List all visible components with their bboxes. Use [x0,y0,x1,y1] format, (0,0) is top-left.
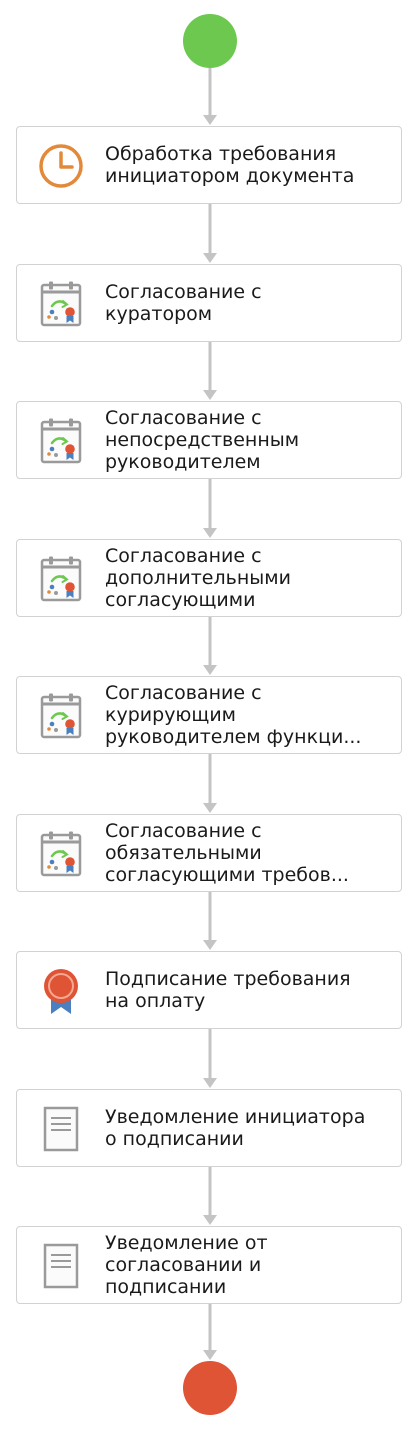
connector-arrowhead [203,1078,217,1088]
signing-medal-icon [37,966,85,1016]
approval-task-icon [37,691,85,741]
process-step-label-line: Согласование с [105,682,262,704]
process-step-label-line: обязательными [105,842,262,864]
process-step-label-line: о подписании [105,1128,244,1150]
process-step-label-line: непосредственным [105,429,300,451]
connector-arrowhead [203,528,217,538]
connector-arrowhead [203,1350,217,1360]
flow-connector-3 [203,342,217,400]
process-step-label-line: согласовании и [105,1254,262,1276]
process-step-label-line: согласующими [105,589,256,611]
flow-connector-5 [203,617,217,675]
approval-task-icon [37,279,85,329]
flow-connector-1 [203,68,217,125]
flow-connector-4 [203,479,217,538]
process-step-label-line: курирующим [105,704,237,726]
approval-task-icon [37,416,85,466]
process-step-label-line: Согласование с [105,545,262,567]
end-event-circle[interactable] [183,1361,237,1415]
process-step-label-line: Уведомление от [105,1232,268,1254]
process-step-label-line: руководителем [105,451,261,473]
process-step-label-line: подписании [105,1276,227,1298]
notification-document-icon [37,1241,85,1291]
process-step-label-line: дополнительными [105,567,291,589]
process-step-label-line: руководителем функци... [105,726,362,748]
approval-task-icon [37,829,85,879]
process-step-label-line: Обработка требования [105,143,337,165]
process-step-label-line: Согласование с [105,820,262,842]
approval-task-icon [37,554,85,604]
process-step-label-line: Подписание требования [105,968,351,990]
process-step-label-line: на оплату [105,990,206,1012]
connector-arrowhead [203,940,217,950]
connector-arrowhead [203,390,217,400]
notification-document-icon [37,1104,85,1154]
flow-connector-8 [203,1029,217,1088]
connector-arrowhead [203,115,217,125]
flow-connector-7 [203,892,217,950]
flow-connector-6 [203,754,217,813]
connector-arrowhead [203,253,217,263]
process-step-label-line: Уведомление инициатора [105,1106,366,1128]
process-step-label-line: согласующими требов... [105,864,349,886]
process-step-label-line: Согласование с [105,407,262,429]
process-step-label-line: куратором [105,303,213,325]
start-event-circle[interactable] [183,14,237,68]
connector-arrowhead [203,665,217,675]
process-step-label-line: Согласование с [105,281,262,303]
flow-connector-2 [203,204,217,263]
flow-connector-9 [203,1167,217,1225]
process-step-label-line: инициатором документа [105,165,355,187]
clock-icon [37,141,85,191]
connector-arrowhead [203,803,217,813]
connector-arrowhead [203,1215,217,1225]
flow-connector-10 [203,1304,217,1360]
